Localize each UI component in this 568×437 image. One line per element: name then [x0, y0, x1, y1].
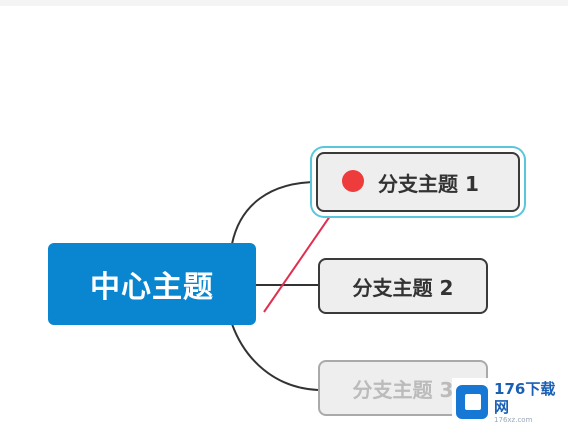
watermark: 176下载网 176xz.com [452, 378, 566, 426]
central-topic-label: 中心主题 [90, 270, 214, 305]
watermark-domain: 176xz.com [494, 415, 533, 424]
watermark-brand: 176下载网 [494, 379, 556, 416]
branch-topic-1-label: 分支主题 1 [378, 171, 479, 196]
watermark-logo-icon [456, 385, 489, 419]
branch-topic-2[interactable]: 分支主题 2 [318, 258, 488, 314]
branch-topic-3[interactable]: 分支主题 3 [318, 360, 488, 416]
top-border [0, 0, 568, 6]
connector-branch-3 [231, 323, 319, 391]
connector-branch-1 [231, 181, 319, 245]
branch-topic-2-label: 分支主题 2 [352, 275, 454, 300]
branch-topic-3-label: 分支主题 3 [352, 377, 454, 402]
central-topic[interactable]: 中心主题 [48, 243, 256, 325]
priority-marker-icon[interactable] [342, 170, 364, 192]
